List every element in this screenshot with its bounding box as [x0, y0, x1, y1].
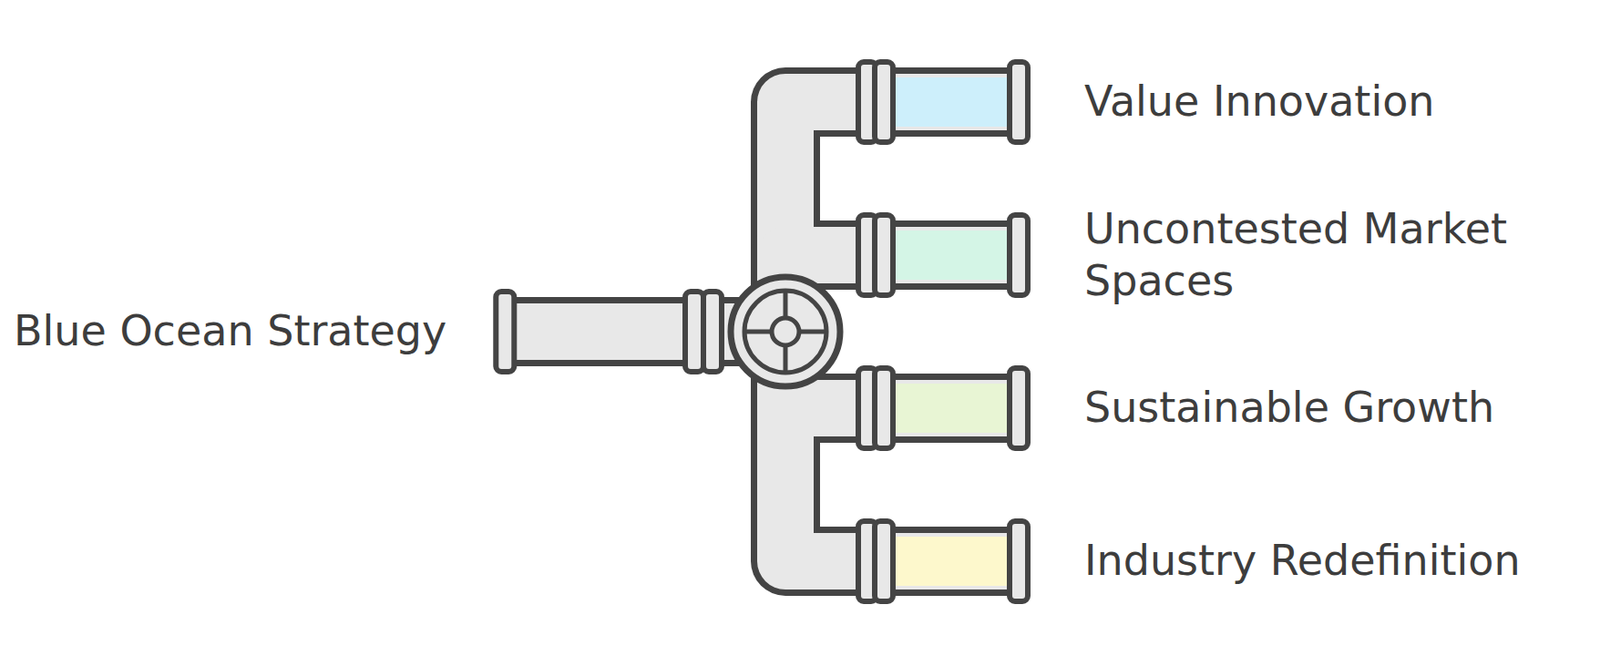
- valve-hub: [771, 317, 800, 346]
- outlet-label: Industry Redefinition: [1029, 527, 1521, 595]
- pipe-flange: [874, 215, 893, 296]
- label-text: Sustainable Growth: [1084, 381, 1495, 435]
- pipe-flange: [1009, 521, 1028, 602]
- valve-spokes: [744, 290, 827, 373]
- outlet-label: Sustainable Growth: [1029, 374, 1495, 442]
- pipe-flange: [874, 61, 893, 143]
- outlet-label: Uncontested Market Spaces: [1029, 195, 1595, 316]
- label-text: Value Innovation: [1084, 75, 1436, 129]
- outlet-label: Value Innovation: [1029, 68, 1436, 136]
- valve-body: [730, 276, 841, 387]
- label-text: Industry Redefinition: [1084, 534, 1521, 588]
- pipe-flange: [874, 521, 893, 602]
- pipe-flange: [874, 368, 893, 449]
- pipe-flange: [1009, 61, 1028, 143]
- pipe-flange: [1009, 215, 1028, 296]
- pipe-fittings: [495, 61, 1028, 602]
- valve-wheel: [744, 290, 827, 373]
- pipe-flange: [703, 291, 722, 372]
- label-text: Blue Ocean Strategy: [13, 305, 447, 359]
- label-text: Uncontested Market Spaces: [1084, 203, 1595, 308]
- pipe-flange: [1009, 368, 1028, 449]
- pipe-outlines: [493, 102, 1030, 562]
- pipe-flange: [495, 291, 514, 372]
- source-label: Blue Ocean Strategy: [13, 297, 494, 366]
- pipes: [493, 102, 1030, 562]
